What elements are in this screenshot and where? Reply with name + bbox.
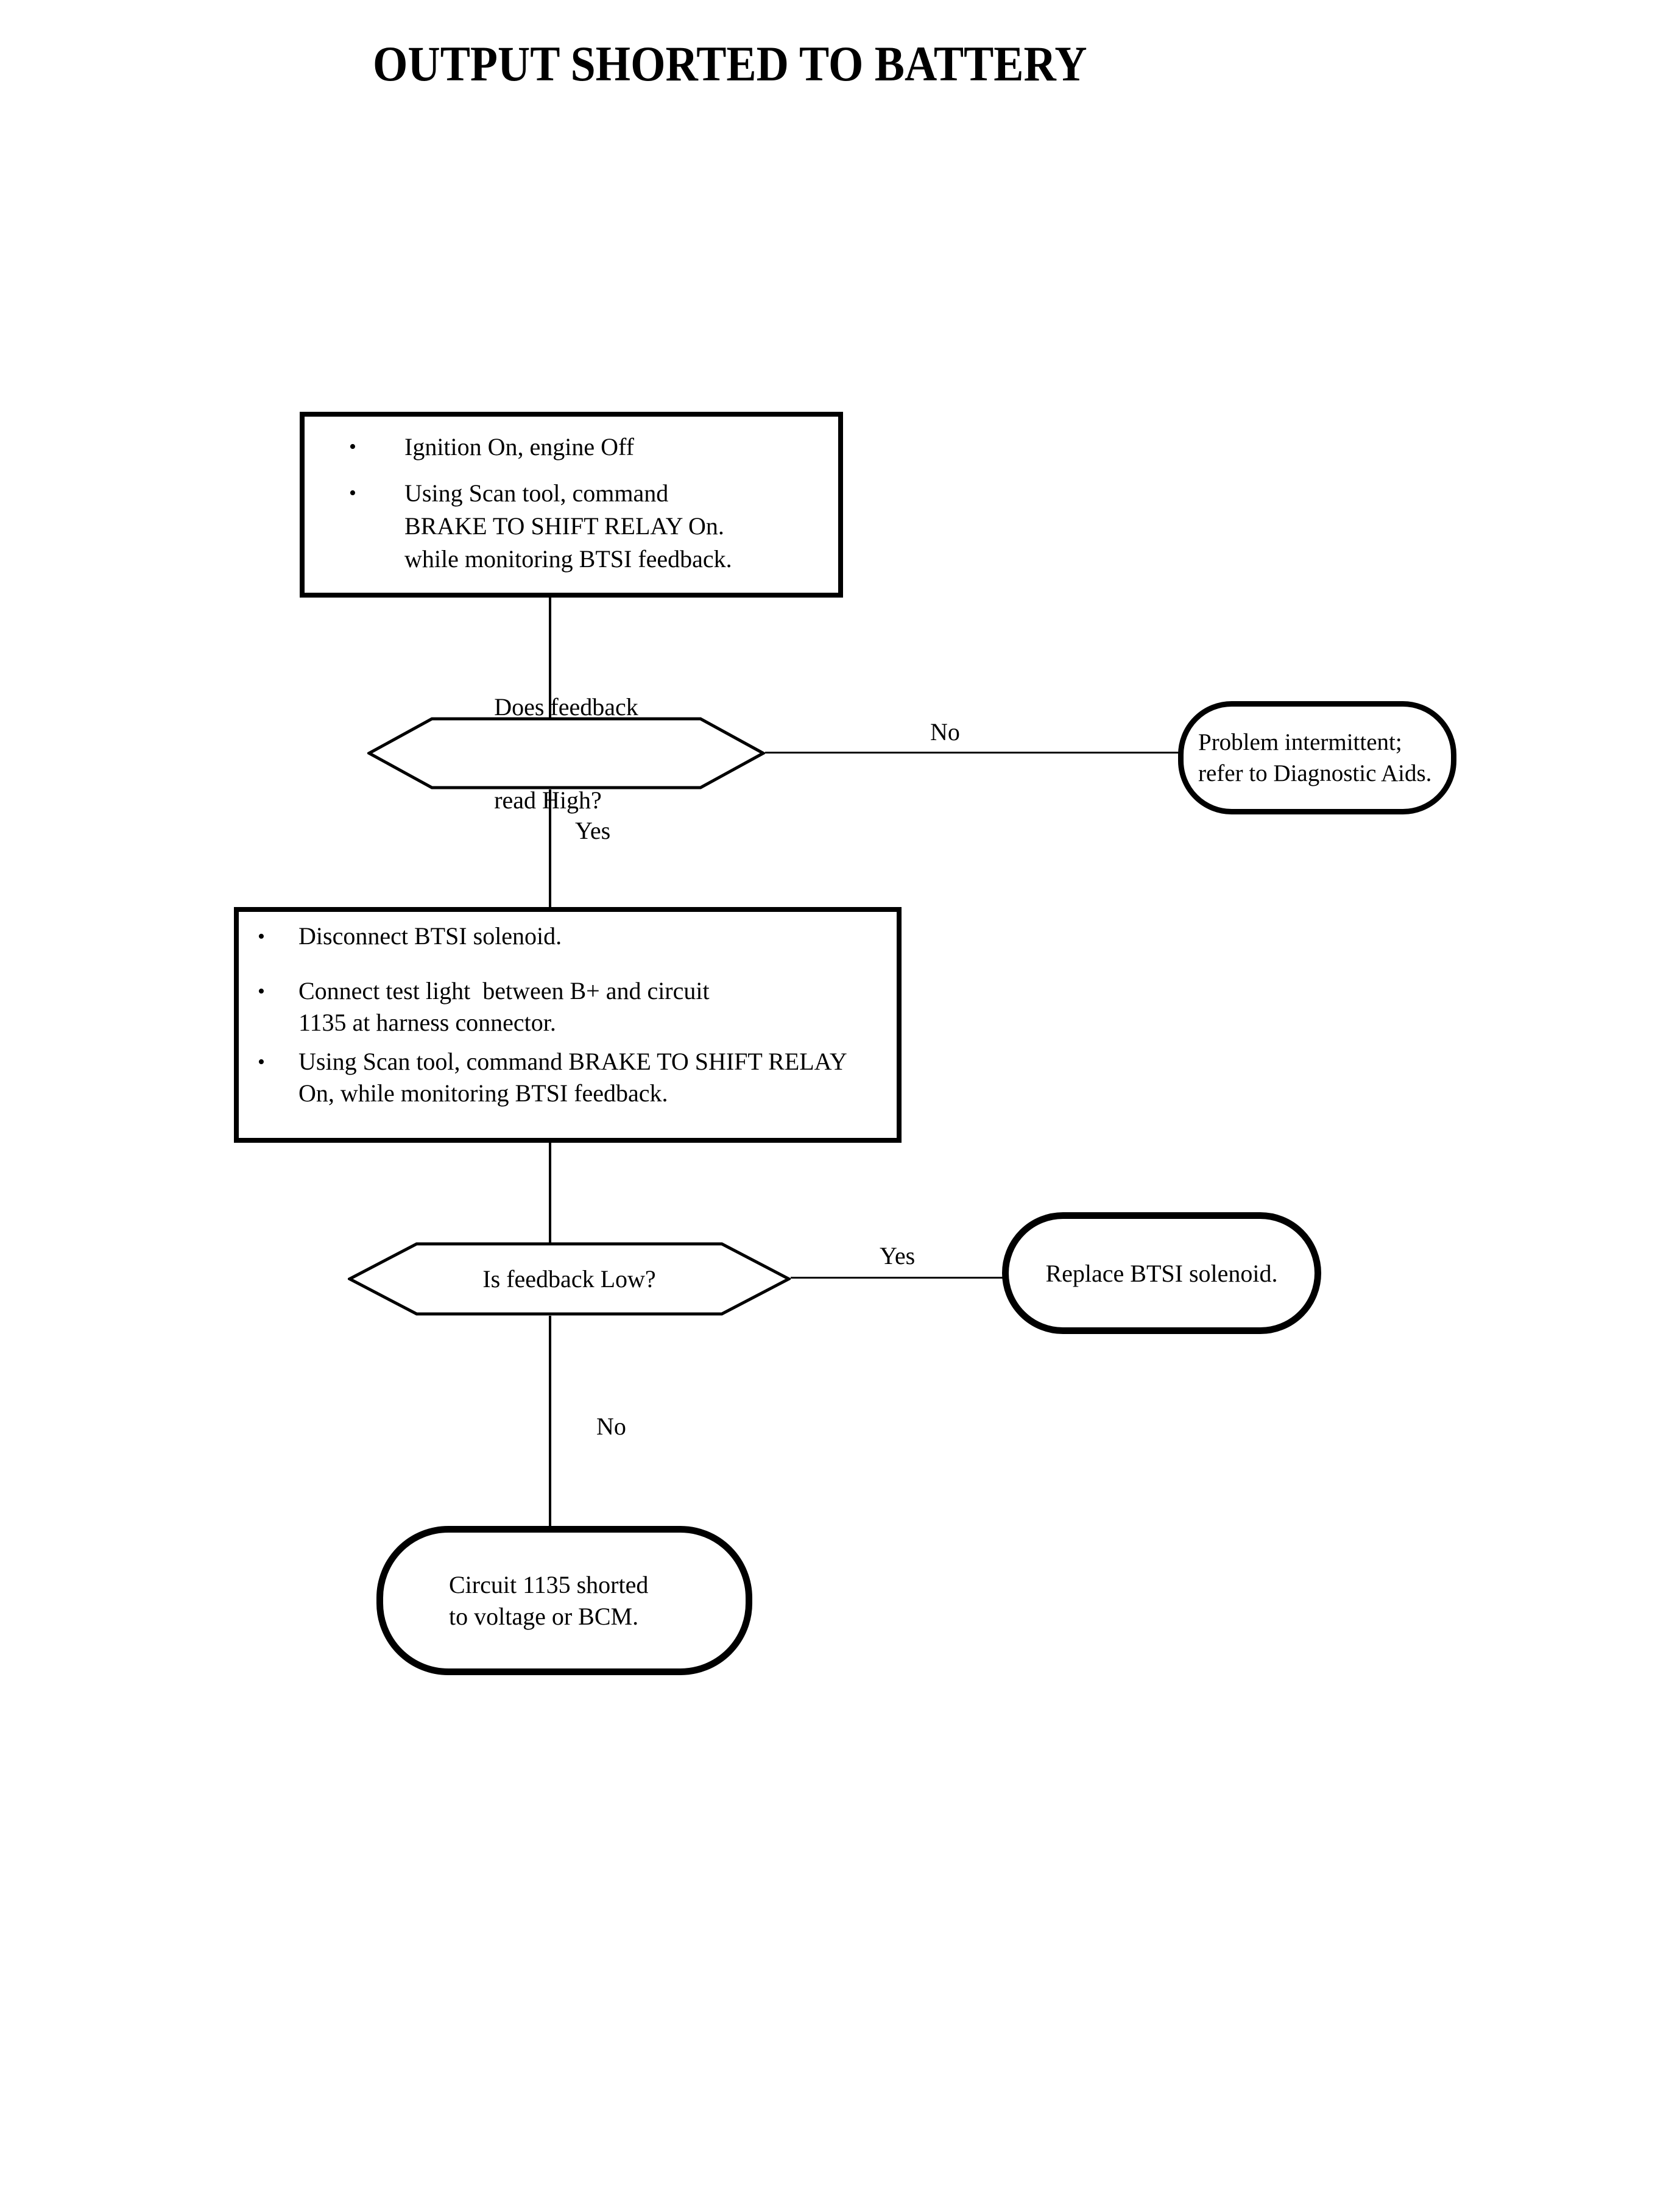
bullet-text-line: BRAKE TO SHIFT RELAY On.: [404, 512, 724, 540]
terminal-replace-btsi-solenoid: Replace BTSI solenoid.: [1002, 1212, 1321, 1334]
bullet-icon: •: [349, 436, 356, 458]
list-item: • Using Scan tool, command BRAKE TO SHIF…: [258, 1046, 893, 1109]
edge-label-no: No: [596, 1413, 626, 1440]
list-item: • Ignition On, engine Off: [349, 431, 832, 464]
decision-label: Does feedback read High?: [494, 693, 638, 814]
decision-does-feedback-read-high: Does feedback read High?: [367, 693, 765, 814]
bullet-icon: •: [258, 925, 265, 948]
connector-line-horizontal: [791, 1277, 1003, 1279]
connector-line-vertical: [549, 789, 551, 908]
list-item: • Using Scan tool, command BRAKE TO SHIF…: [349, 477, 832, 576]
edge-label-yes: Yes: [575, 817, 611, 844]
connector-line-vertical: [549, 1316, 551, 1527]
list-item: • Disconnect BTSI solenoid.: [258, 920, 893, 953]
connector-line-vertical: [549, 1143, 551, 1243]
bullet-text-line: while monitoring BTSI feedback.: [404, 545, 732, 573]
terminal-circuit-1135-shorted: Circuit 1135 shorted to voltage or BCM.: [376, 1526, 752, 1675]
connector-line-vertical: [549, 598, 551, 718]
list-item: • Connect test light between B+ and circ…: [258, 975, 893, 1039]
terminal-problem-intermittent: Problem intermittent; refer to Diagnosti…: [1178, 701, 1456, 814]
terminal-text: Problem intermittent; refer to Diagnosti…: [1198, 729, 1432, 786]
terminal-text: Circuit 1135 shorted to voltage or BCM.: [449, 1570, 649, 1630]
bullet-text-line: On, while monitoring BTSI feedback.: [298, 1079, 668, 1107]
bullet-icon: •: [258, 980, 265, 1003]
bullet-text-line: 1135 at harness connector.: [298, 1009, 556, 1036]
bullet-text-line: Using Scan tool, command BRAKE TO SHIFT …: [298, 1048, 847, 1075]
bullet-text-line: Ignition On, engine Off: [404, 433, 634, 461]
process-box-ignition-scan: • Ignition On, engine Off • Using Scan t…: [300, 412, 843, 598]
process-box-disconnect-test: • Disconnect BTSI solenoid. • Connect te…: [234, 907, 902, 1143]
hexagon-shape: [348, 1242, 791, 1316]
decision-label: Is feedback Low?: [482, 1265, 656, 1293]
bullet-text-line: Connect test light between B+ and circui…: [298, 977, 710, 1004]
decision-is-feedback-low: Is feedback Low?: [348, 1242, 791, 1316]
bullet-icon: •: [349, 482, 356, 504]
page-title: OUTPUT SHORTED TO BATTERY: [373, 36, 1087, 91]
edge-label-yes: Yes: [880, 1242, 916, 1269]
bullet-icon: •: [258, 1051, 265, 1073]
connector-line-horizontal: [765, 752, 1179, 754]
hexagon-shape: [367, 717, 765, 789]
edge-label-no: No: [930, 718, 960, 746]
terminal-text: Replace BTSI solenoid.: [1045, 1259, 1278, 1287]
bullet-text-line: Using Scan tool, command: [404, 479, 669, 507]
bullet-text-line: Disconnect BTSI solenoid.: [298, 922, 562, 950]
